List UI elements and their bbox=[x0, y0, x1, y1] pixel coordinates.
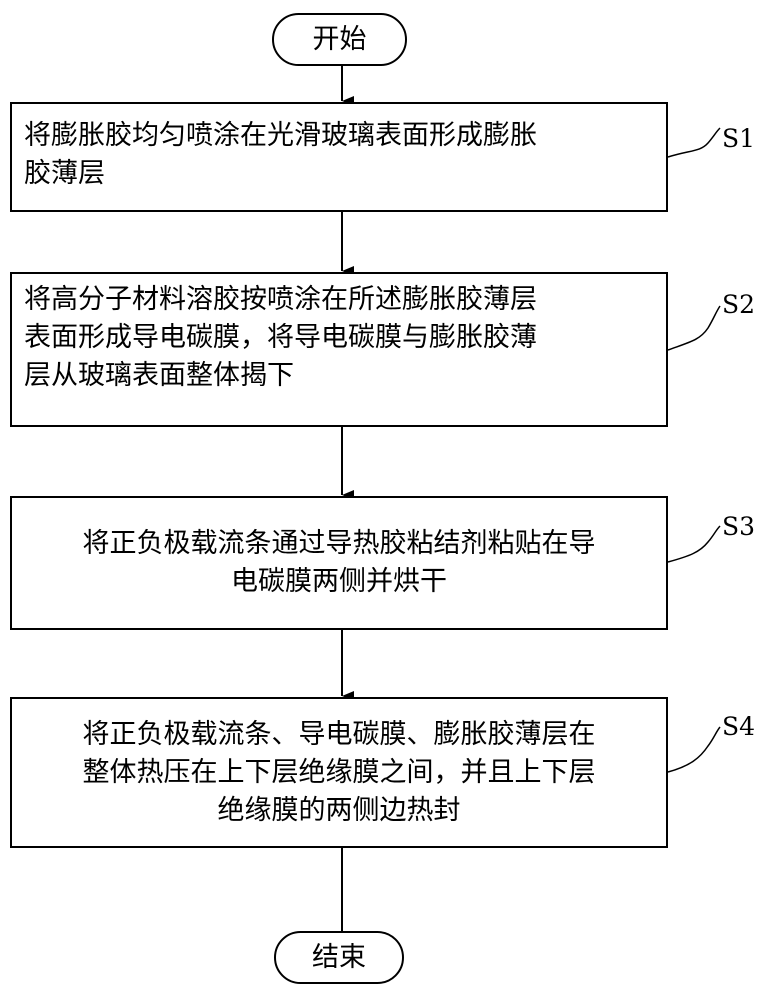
s2-leader-line bbox=[667, 305, 721, 351]
step-s1-label: S1 bbox=[722, 124, 756, 153]
step-s4-label: S4 bbox=[722, 712, 756, 741]
step-s1-box: 将膨胀胶均匀喷涂在光滑玻璃表面形成膨胀 胶薄层 bbox=[10, 102, 668, 212]
step-s1-line: 将膨胀胶均匀喷涂在光滑玻璃表面形成膨胀 bbox=[24, 120, 537, 151]
step-s3-box: 将正负极载流条通过导热胶粘结剂粘贴在导 电碳膜两侧并烘干 bbox=[10, 496, 668, 630]
end-label: 结束 bbox=[312, 942, 366, 973]
start-terminal: 开始 bbox=[272, 13, 407, 66]
end-terminal: 结束 bbox=[274, 931, 404, 984]
step-s1-line: 胶薄层 bbox=[24, 158, 105, 189]
step-s3-line: 电碳膜两侧并烘干 bbox=[231, 566, 447, 597]
step-s2-line: 层从玻璃表面整体揭下 bbox=[24, 360, 294, 391]
step-s3-line: 将正负极载流条通过导热胶粘结剂粘贴在导 bbox=[82, 528, 596, 559]
step-s4-line: 整体热压在上下层绝缘膜之间，并且上下层 bbox=[82, 756, 596, 788]
step-s2-box: 将高分子材料溶胶按喷涂在所述膨胀胶薄层 表面形成导电碳膜，将导电碳膜与膨胀胶薄 … bbox=[10, 272, 668, 427]
step-s3-label: S3 bbox=[722, 512, 756, 541]
s4-leader-line bbox=[667, 726, 721, 773]
s1-leader-line bbox=[667, 127, 721, 158]
step-s4-line: 绝缘膜的两侧边热封 bbox=[217, 794, 461, 826]
step-s2-label: S2 bbox=[722, 290, 756, 319]
start-label: 开始 bbox=[312, 24, 367, 55]
step-s2-line: 表面形成导电碳膜，将导电碳膜与膨胀胶薄 bbox=[24, 322, 537, 353]
step-s2-line: 将高分子材料溶胶按喷涂在所述膨胀胶薄层 bbox=[24, 284, 537, 315]
step-s4-box: 将正负极载流条、导电碳膜、膨胀胶薄层在 整体热压在上下层绝缘膜之间，并且上下层 … bbox=[10, 697, 668, 848]
step-s4-line: 将正负极载流条、导电碳膜、膨胀胶薄层在 bbox=[82, 718, 596, 750]
s3-leader-line bbox=[667, 525, 721, 563]
